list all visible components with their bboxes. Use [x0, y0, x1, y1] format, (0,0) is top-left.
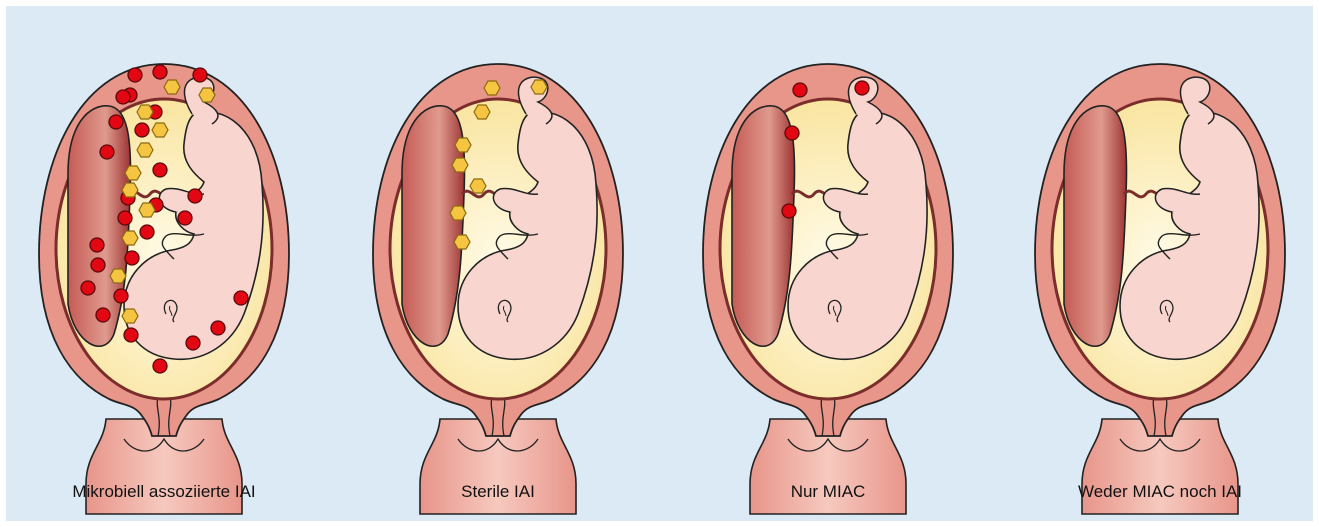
caption-sterile-iai: Sterile IAI [348, 482, 648, 502]
panel-sterile-iai [373, 64, 623, 514]
caption-miac-only: Nur MIAC [678, 482, 978, 502]
panel-microbial-iai [39, 64, 289, 514]
panel-miac-only [703, 64, 953, 514]
panel-neither [1035, 64, 1285, 514]
caption-microbial-iai: Mikrobiell assoziierte IAI [14, 482, 314, 502]
caption-neither: Weder MIAC noch IAI [1010, 482, 1310, 502]
